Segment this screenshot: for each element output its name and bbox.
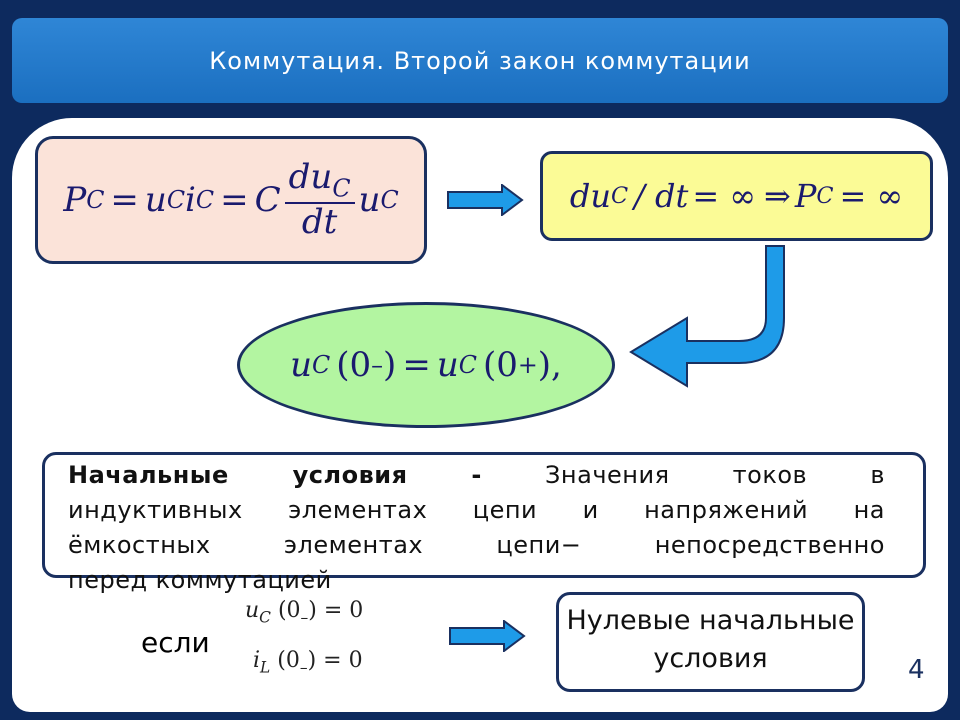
curved-arrow-icon xyxy=(629,245,785,388)
arrow-right-icon xyxy=(447,184,524,216)
initial-conditions-definition: Начальные условия - Значения токов в инд… xyxy=(68,458,885,598)
derivative-fraction: duC dt xyxy=(284,158,355,241)
zero-conditions-line-1: Нулевые начальные xyxy=(566,605,855,636)
page-number: 4 xyxy=(908,655,925,685)
if-label: если xyxy=(141,626,210,659)
arrow-right-icon xyxy=(449,620,526,652)
zero-voltage-condition: uC (0–) = 0 xyxy=(245,598,364,627)
definition-box xyxy=(42,452,926,578)
zero-conditions-line-2: условия xyxy=(653,643,768,674)
zero-conditions-box xyxy=(556,592,865,692)
definition-line-4: перед коммутацией xyxy=(68,566,332,594)
zero-conditions-text: Нулевые начальные условия xyxy=(556,602,865,678)
slide-title-bar: Коммутация. Второй закон коммутации xyxy=(12,18,948,103)
slide-title: Коммутация. Второй закон коммутации xyxy=(209,46,751,75)
definition-line-1: Начальные условия - Значения токов в xyxy=(68,461,885,489)
zero-current-condition: iL (0–) = 0 xyxy=(253,648,363,677)
definition-line-3: ёмкостных элементах цепи− непосредственн… xyxy=(68,531,885,559)
definition-line-2: индуктивных элементах цепи и напряжений … xyxy=(68,496,885,524)
